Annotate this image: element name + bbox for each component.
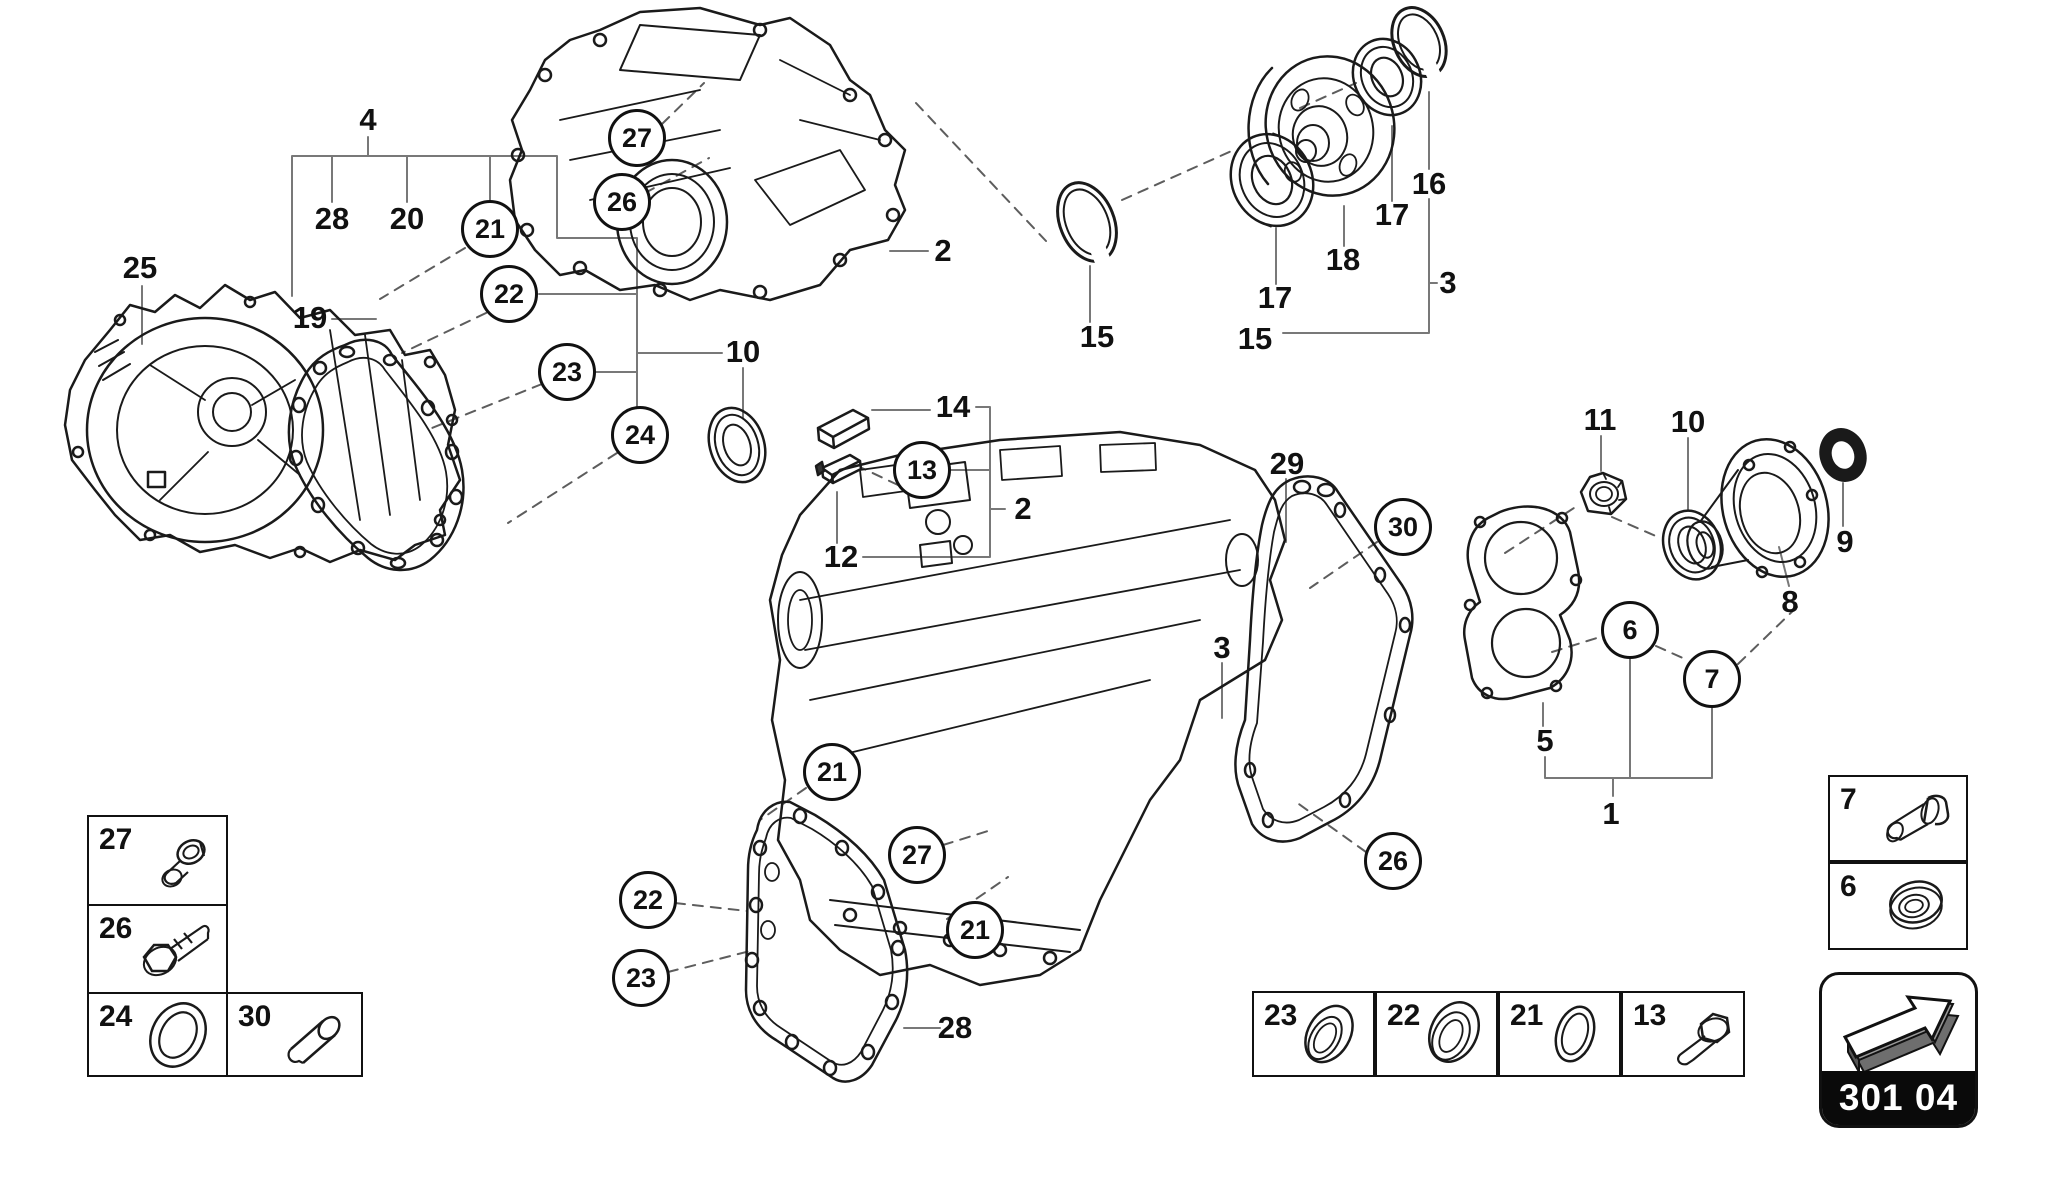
callout-10[interactable]: 10 xyxy=(725,334,761,369)
output-flange xyxy=(1686,437,1830,579)
legend-cell-23[interactable]: 23 xyxy=(1252,991,1375,1077)
sleeve-bushing-icon xyxy=(161,838,206,887)
callout-28[interactable]: 28 xyxy=(314,201,350,236)
circle-callout-22b[interactable]: 22 xyxy=(619,871,677,929)
callout-15[interactable]: 15 xyxy=(1079,319,1115,354)
callout-11[interactable]: 11 xyxy=(1583,402,1617,437)
circle-callout-23b[interactable]: 23 xyxy=(612,949,670,1007)
circle-callout-27b[interactable]: 27 xyxy=(888,826,946,884)
callout-17[interactable]: 17 xyxy=(1257,280,1293,315)
legend-label-26: 26 xyxy=(99,912,133,945)
circle-callout-23[interactable]: 23 xyxy=(538,343,596,401)
flange-bolt-icon xyxy=(142,924,210,977)
callout-5[interactable]: 5 xyxy=(1536,723,1554,758)
callout-12[interactable]: 12 xyxy=(823,539,859,574)
legend-label-21: 21 xyxy=(1510,999,1544,1032)
shaft-seal-dark xyxy=(1819,428,1867,482)
section-code: 301 04 xyxy=(1822,1071,1975,1125)
legend-label-23: 23 xyxy=(1264,999,1298,1032)
bearing-left xyxy=(1229,132,1315,228)
assembly-dashed-lines xyxy=(379,82,1799,973)
callout-2b[interactable]: 2 xyxy=(1014,491,1032,526)
circle-callout-27[interactable]: 27 xyxy=(608,109,666,167)
nav-arrow-icon xyxy=(1842,995,1960,1074)
snap-ring-left xyxy=(1056,181,1118,266)
callout-9[interactable]: 9 xyxy=(1836,524,1854,559)
callout-3b[interactable]: 3 xyxy=(1213,630,1231,665)
circle-callout-26b[interactable]: 26 xyxy=(1364,832,1422,890)
legend-label-30: 30 xyxy=(238,1000,272,1033)
magnet-block xyxy=(816,408,871,450)
circle-callout-21[interactable]: 21 xyxy=(461,200,519,258)
legend-cell-6[interactable]: 6 xyxy=(1828,862,1968,950)
front-clutch-housing xyxy=(63,283,462,564)
shaft-seal-icon xyxy=(1428,1001,1480,1063)
section-badge[interactable]: 301 04 xyxy=(1819,972,1978,1128)
dowel-pin-icon xyxy=(287,1015,341,1064)
legend-cell-21[interactable]: 21 xyxy=(1498,991,1621,1077)
circle-callout-21b[interactable]: 21 xyxy=(803,743,861,801)
main-housing-gasket xyxy=(1234,475,1414,843)
bearing-right xyxy=(1351,37,1423,117)
differential-drum xyxy=(1247,55,1396,197)
callout-19[interactable]: 19 xyxy=(292,300,328,335)
circle-callout-30[interactable]: 30 xyxy=(1374,498,1432,556)
callout-18[interactable]: 18 xyxy=(1325,242,1361,277)
legend-cell-24[interactable]: 24 xyxy=(87,992,228,1077)
breather-block xyxy=(814,453,863,485)
circle-callout-6[interactable]: 6 xyxy=(1601,601,1659,659)
circle-callout-22[interactable]: 22 xyxy=(480,265,538,323)
callout-28b[interactable]: 28 xyxy=(937,1010,973,1045)
grooved-seal-ring-icon xyxy=(1889,880,1943,930)
oil-seal-left xyxy=(707,406,767,484)
callout-1[interactable]: 1 xyxy=(1602,796,1620,831)
callout-8[interactable]: 8 xyxy=(1781,584,1799,619)
callout-2[interactable]: 2 xyxy=(934,233,952,268)
legend-cell-30[interactable]: 30 xyxy=(226,992,363,1077)
leader-lines xyxy=(141,91,1844,1029)
snap-ring-right xyxy=(1390,6,1448,81)
legend-label-13: 13 xyxy=(1633,999,1667,1032)
circle-callout-13[interactable]: 13 xyxy=(893,441,951,499)
callout-10b[interactable]: 10 xyxy=(1670,404,1706,439)
circle-callout-26[interactable]: 26 xyxy=(593,173,651,231)
legend-label-6: 6 xyxy=(1840,870,1857,903)
intermediate-housing xyxy=(508,6,907,302)
callout-25[interactable]: 25 xyxy=(122,250,158,285)
legend-cell-13[interactable]: 13 xyxy=(1621,991,1745,1077)
callout-17b[interactable]: 17 xyxy=(1374,197,1410,232)
oil-seal-right xyxy=(1661,509,1723,581)
legend-cell-22[interactable]: 22 xyxy=(1375,991,1498,1077)
flange-bolt-icon xyxy=(1677,1012,1731,1066)
legend-cell-7[interactable]: 7 xyxy=(1828,775,1968,862)
circle-callout-24[interactable]: 24 xyxy=(611,406,669,464)
shaft-seal-icon xyxy=(1304,1004,1354,1064)
callout-15b[interactable]: 15 xyxy=(1237,321,1273,356)
output-cover-gasket xyxy=(1463,505,1583,701)
legend-label-27: 27 xyxy=(99,823,133,856)
circle-callout-7[interactable]: 7 xyxy=(1683,650,1741,708)
clutch-housing-gasket xyxy=(287,338,465,572)
callout-16[interactable]: 16 xyxy=(1411,166,1447,201)
callout-20[interactable]: 20 xyxy=(389,201,425,236)
callout-3[interactable]: 3 xyxy=(1439,265,1457,300)
side-cover-gasket xyxy=(744,800,909,1083)
hex-nut xyxy=(1579,471,1628,516)
o-ring-icon xyxy=(149,1001,207,1068)
o-ring-icon xyxy=(1554,1005,1596,1063)
spacer-sleeve-icon xyxy=(1886,794,1950,842)
legend-cell-26[interactable]: 26 xyxy=(87,904,228,994)
callout-4[interactable]: 4 xyxy=(359,102,377,137)
legend-cell-27[interactable]: 27 xyxy=(87,815,228,906)
callout-29[interactable]: 29 xyxy=(1269,446,1305,481)
legend-label-22: 22 xyxy=(1387,999,1421,1032)
callout-14[interactable]: 14 xyxy=(935,389,971,424)
legend-label-7: 7 xyxy=(1840,783,1857,816)
legend-label-24: 24 xyxy=(99,1000,133,1033)
circle-callout-21c[interactable]: 21 xyxy=(946,901,1004,959)
